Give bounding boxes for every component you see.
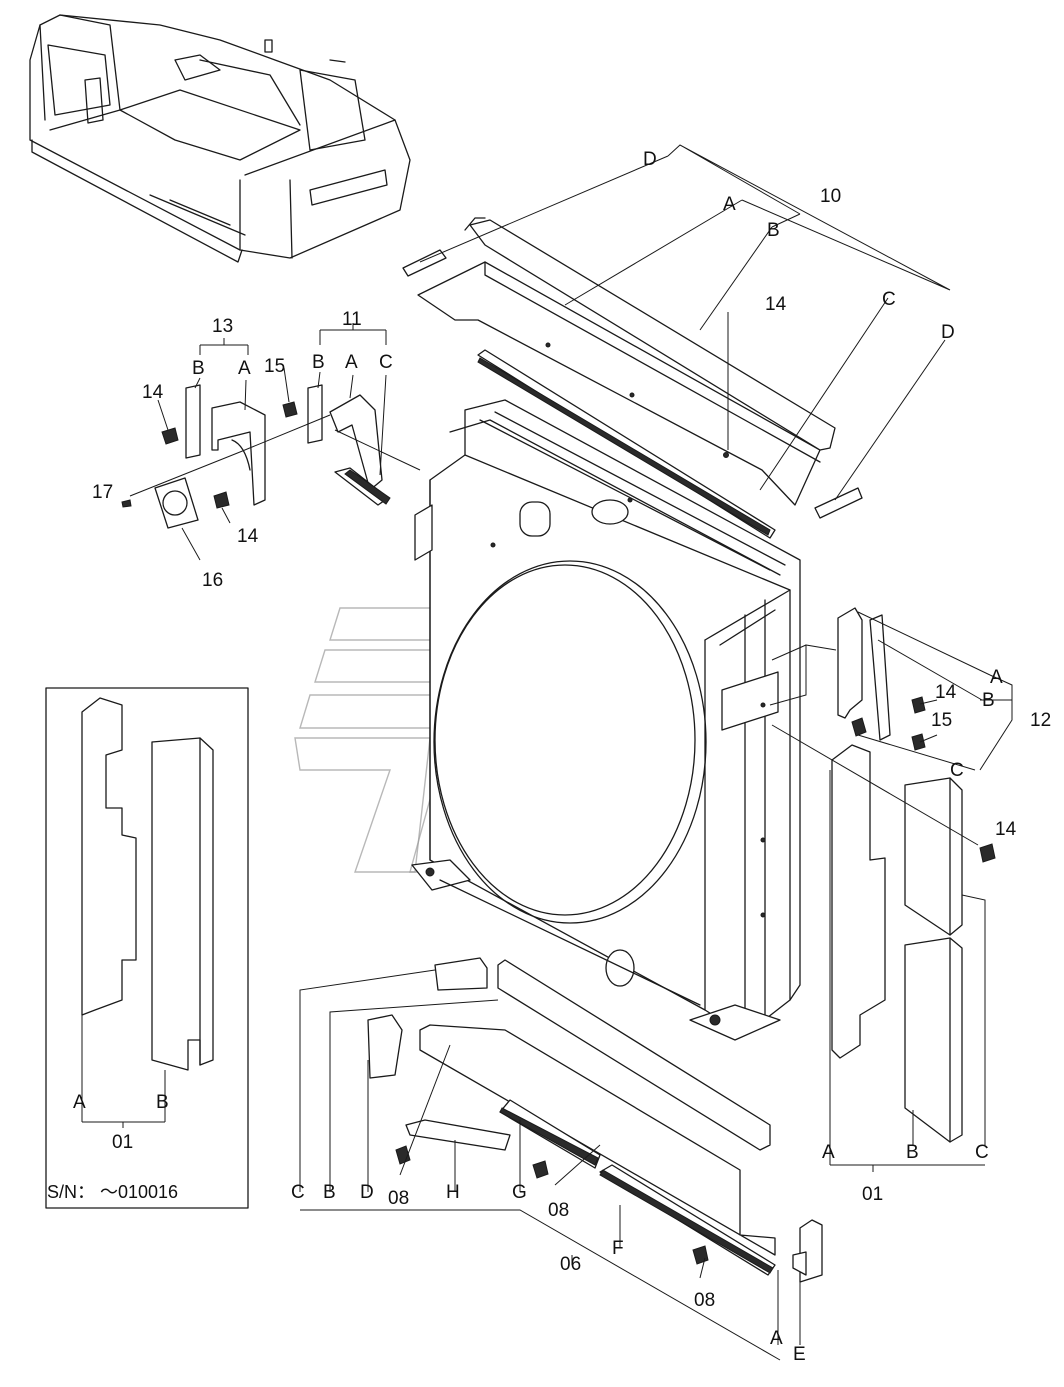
label-d: D [941, 322, 955, 343]
label-a: A [238, 358, 251, 379]
label-14: 14 [237, 526, 259, 547]
label-a: A [822, 1142, 835, 1163]
radiator-core [411, 399, 801, 1041]
label-12: 12 [1030, 710, 1051, 731]
label-13: 13 [212, 316, 233, 337]
label-g: G [512, 1182, 527, 1203]
label-01: 01 [862, 1184, 883, 1205]
label-14: 14 [995, 819, 1017, 840]
label-a: A [990, 667, 1003, 688]
label-10: 10 [820, 186, 841, 207]
label-11: 11 [342, 309, 362, 330]
label-08: 08 [388, 1188, 409, 1209]
label-b: B [156, 1092, 169, 1113]
label-a: A [345, 352, 358, 373]
inset-box [45, 687, 249, 1209]
callout-labels: D A 10 B 14 C D 13 B A 11 B A C 15 14 17… [47, 149, 1051, 1365]
leader-lines [81, 144, 1013, 1361]
label-c: C [975, 1142, 989, 1163]
label-b: B [906, 1142, 919, 1163]
label-f: F [612, 1238, 624, 1259]
label-b: B [767, 220, 780, 241]
label-15: 15 [931, 710, 952, 731]
left-brackets [121, 384, 391, 529]
label-a: A [723, 194, 736, 215]
label-16: 16 [202, 570, 223, 591]
excavator-thumbnail [29, 14, 411, 263]
label-14: 14 [765, 294, 787, 315]
label-e: E [793, 1344, 806, 1365]
label-08: 08 [548, 1200, 569, 1221]
label-01: 01 [112, 1132, 133, 1153]
label-d: D [643, 149, 657, 170]
label-c: C [379, 352, 393, 373]
label-d: D [360, 1182, 374, 1203]
bottom-seal-group [367, 957, 823, 1283]
label-b: B [312, 352, 325, 373]
label-b: B [982, 690, 995, 711]
serial-number-note: S/N： ～010016 [47, 1182, 178, 1202]
label-b: B [192, 358, 205, 379]
label-06: 06 [560, 1254, 581, 1275]
top-cover-assembly [402, 217, 863, 539]
right-seal-group [837, 607, 996, 863]
label-b: B [323, 1182, 336, 1203]
right-side-panels [831, 744, 963, 1143]
label-c: C [291, 1182, 305, 1203]
label-14: 14 [142, 382, 164, 403]
label-h: H [446, 1182, 460, 1203]
label-14: 14 [935, 682, 957, 703]
label-a: A [73, 1092, 86, 1113]
label-c: C [950, 760, 964, 781]
label-a: A [770, 1328, 783, 1349]
label-08: 08 [694, 1290, 715, 1311]
label-c: C [882, 289, 896, 310]
label-17: 17 [92, 482, 113, 503]
label-15: 15 [264, 356, 285, 377]
